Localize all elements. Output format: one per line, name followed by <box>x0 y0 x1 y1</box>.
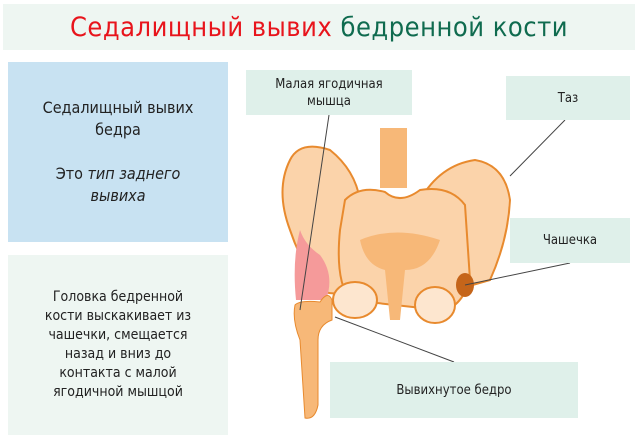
dislocated-femur <box>293 295 333 419</box>
left-obturator <box>332 281 378 319</box>
leader-line-cup <box>464 262 571 286</box>
leader-line-pelvis <box>509 119 566 177</box>
label-gluteus-minimus: Малая ягодичная мышца <box>246 70 412 115</box>
info-type: Это тип заднего вывиха <box>55 164 181 205</box>
info-heading: Седалищный вывих бедра <box>42 98 194 139</box>
leader-line-hip <box>334 316 455 363</box>
leader-line-muscle <box>299 114 330 311</box>
title-part-red: Седалищный вывих <box>69 11 333 43</box>
label-pelvis: Таз <box>506 76 630 120</box>
info-box-description: Головка бедренной кости выскакивает из ч… <box>8 255 228 435</box>
info-type-emphasis: тип заднего вывиха <box>87 164 181 205</box>
title-part-green: бедренной кости <box>340 11 569 43</box>
label-acetabulum: Чашечка <box>510 218 630 263</box>
right-obturator <box>414 286 456 324</box>
pelvic-inner <box>360 232 440 320</box>
page-title: Седалищный вывих бедренной кости <box>3 4 635 50</box>
info-box-type: Седалищный вывих бедра Это тип заднего в… <box>8 62 228 242</box>
gluteus-minimus <box>294 230 330 300</box>
label-dislocated-hip: Вывихнутое бедро <box>330 362 578 418</box>
sacrum <box>380 128 407 188</box>
